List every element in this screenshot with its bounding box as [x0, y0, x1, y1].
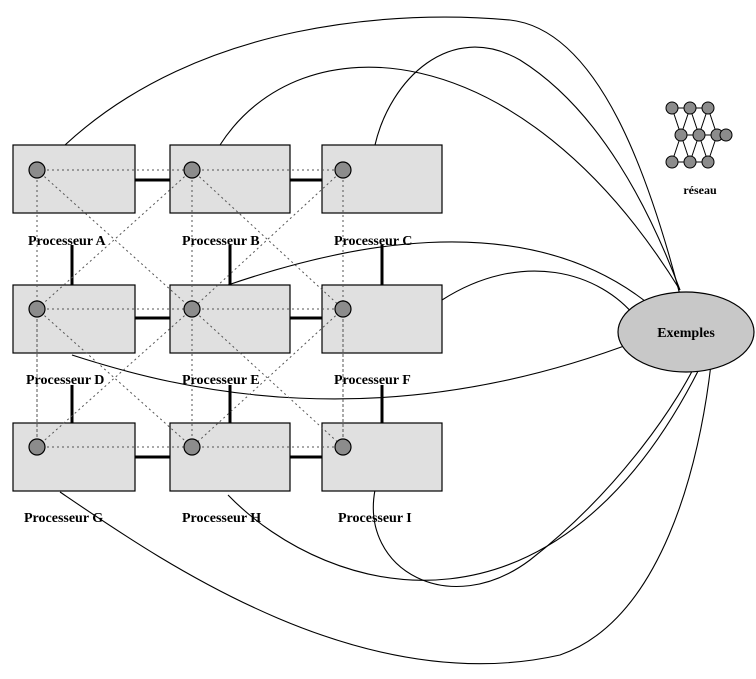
- dotted-link-e-i: [191, 308, 344, 448]
- node-dot-b: [183, 161, 201, 179]
- node-dot-h: [183, 438, 201, 456]
- label-processeur-b: Processeur B: [182, 234, 260, 249]
- link-i-exemples: [372, 354, 701, 587]
- processor-boxes: [12, 144, 443, 492]
- link-e-exemples: [227, 241, 651, 306]
- network-node-0: [665, 101, 679, 115]
- network-node-3: [674, 128, 688, 142]
- label-processeur-f: Processeur F: [334, 373, 411, 388]
- dotted-link-f-h: [191, 308, 344, 448]
- link-g-exemples: [59, 354, 713, 665]
- network-node-6: [719, 128, 733, 142]
- exemples-hub: Exemples: [617, 291, 755, 373]
- box-processeur-g: [12, 422, 136, 492]
- mesh-links: [70, 178, 384, 459]
- network-icon: réseau: [665, 101, 733, 197]
- label-processeur-c: Processeur C: [334, 234, 412, 249]
- link-f-exemples: [441, 270, 639, 321]
- box-processeur-d: [12, 284, 136, 354]
- dotted-link-b-f: [191, 169, 344, 310]
- exemples-links: [59, 16, 713, 665]
- label-processeur-a: Processeur A: [28, 234, 107, 249]
- node-dot-a: [28, 161, 46, 179]
- label-processeur-g: Processeur G: [24, 511, 103, 526]
- box-processeur-i: [321, 422, 443, 492]
- box-processeur-c: [321, 144, 443, 214]
- network-node-2: [701, 101, 715, 115]
- node-dots: [28, 161, 352, 456]
- box-processeur-a: [12, 144, 136, 214]
- network-node-8: [683, 155, 697, 169]
- exemples-label: Exemples: [657, 326, 715, 341]
- exemples-ellipse: [617, 291, 755, 373]
- link-c-exemples: [374, 46, 681, 291]
- label-processeur-d: Processeur D: [26, 373, 104, 388]
- box-processeur-h: [169, 422, 291, 492]
- box-processeur-b: [169, 144, 291, 214]
- node-dot-d: [28, 300, 46, 318]
- label-processeur-i: Processeur I: [338, 511, 412, 526]
- link-b-exemples: [219, 66, 681, 291]
- link-h-exemples: [227, 354, 707, 581]
- node-dot-i: [334, 438, 352, 456]
- processor-labels: Processeur A Processeur B Processeur C P…: [24, 234, 412, 526]
- box-processeur-e: [169, 284, 291, 354]
- dotted-links: [36, 169, 344, 448]
- network-icon-label: réseau: [683, 183, 717, 197]
- network-node-7: [665, 155, 679, 169]
- network-node-9: [701, 155, 715, 169]
- link-d-exemples: [71, 339, 641, 400]
- node-dot-c: [334, 161, 352, 179]
- node-dot-e: [183, 300, 201, 318]
- dotted-link-c-e: [191, 169, 344, 310]
- node-dot-f: [334, 300, 352, 318]
- label-processeur-h: Processeur H: [182, 511, 261, 526]
- label-processeur-e: Processeur E: [182, 373, 260, 388]
- link-a-exemples: [64, 16, 681, 296]
- box-processeur-f: [321, 284, 443, 354]
- node-dot-g: [28, 438, 46, 456]
- network-node-4: [692, 128, 706, 142]
- network-node-1: [683, 101, 697, 115]
